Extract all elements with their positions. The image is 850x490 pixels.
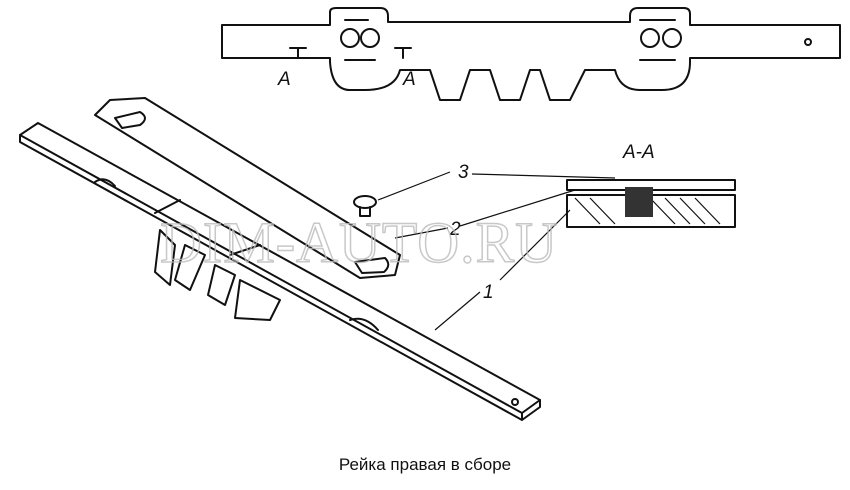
watermark: DIM-AUTO.RU bbox=[160, 210, 558, 275]
caption: Рейка правая в сборе bbox=[338, 455, 512, 474]
callout-3: 3 bbox=[458, 162, 469, 183]
leader-lines bbox=[377, 171, 616, 331]
plate-part-2 bbox=[94, 97, 401, 279]
top-view-rail bbox=[221, 7, 841, 101]
section-mark-left: A bbox=[277, 69, 291, 90]
section-a-a bbox=[566, 179, 736, 228]
callout-2: 2 bbox=[449, 219, 461, 240]
rail-part-1 bbox=[19, 122, 541, 421]
rivet-part-3 bbox=[353, 195, 377, 217]
callout-1: 1 bbox=[483, 282, 494, 303]
fingers bbox=[154, 229, 281, 321]
section-title: A-A bbox=[622, 142, 655, 163]
section-mark-right: A bbox=[402, 69, 416, 90]
